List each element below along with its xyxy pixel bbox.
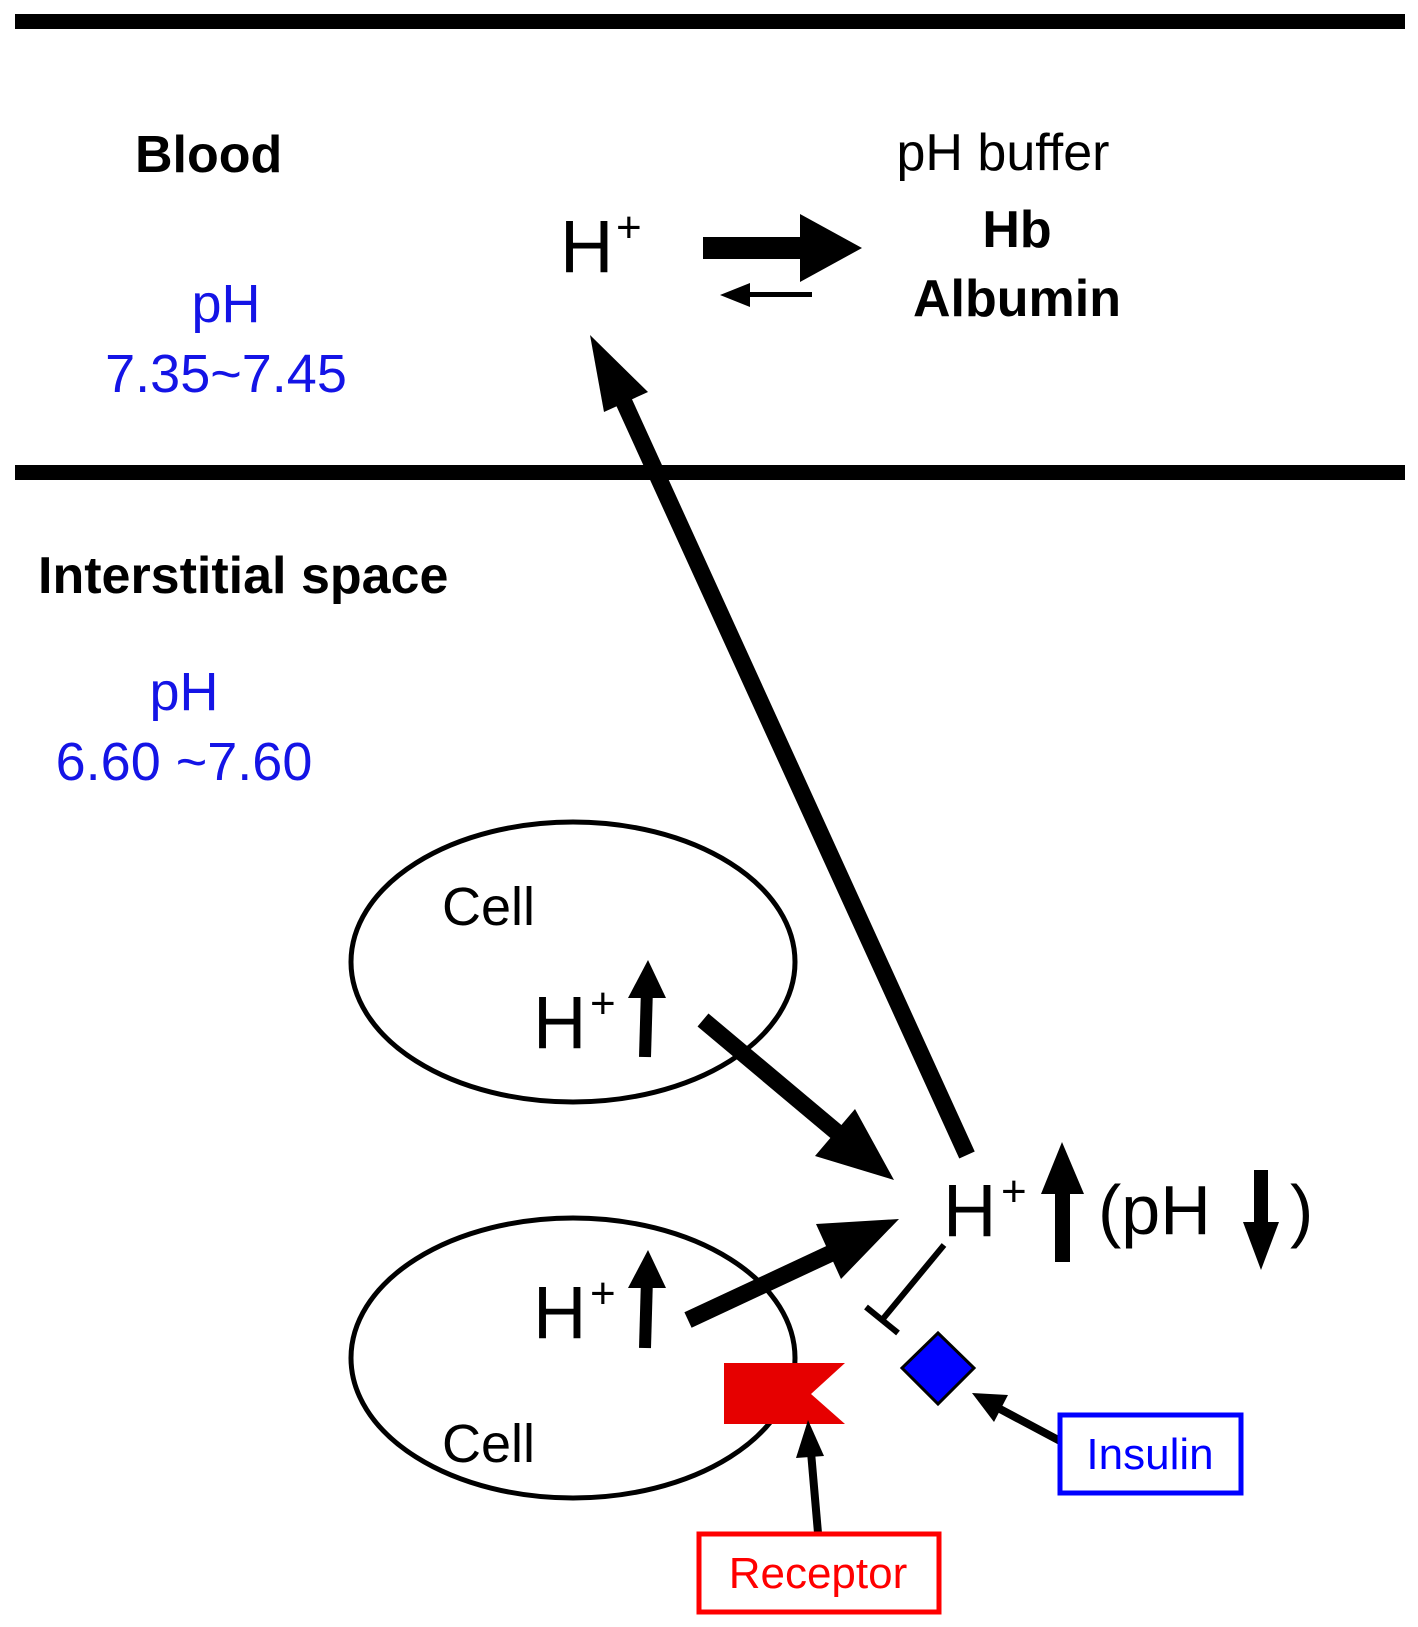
upper-cell-efflux-arrow — [697, 1013, 894, 1180]
interstitial-h-ion: H + — [943, 1167, 1027, 1252]
backward-arrow-head — [720, 283, 750, 307]
insulin-legend-box: Insulin — [1057, 1412, 1244, 1496]
receptor-legend-box: Receptor — [696, 1531, 942, 1615]
interstitial-to-blood-head — [590, 335, 648, 412]
blood-ph-label: pH — [191, 274, 260, 334]
interstitial-title: Interstitial space — [38, 547, 448, 605]
upper-cell-efflux-shaft — [697, 1013, 858, 1152]
lower-cell-increase-arrow-icon — [628, 1250, 666, 1349]
lower-cell-efflux-shaft — [684, 1242, 842, 1328]
upper-cell-efflux-head — [815, 1109, 894, 1180]
backward-arrow-shaft — [740, 292, 812, 297]
upper-cell-h-charge: + — [590, 979, 616, 1028]
interstitial-ph-decrease-arrow-icon — [1243, 1170, 1279, 1270]
blood-h-symbol: H — [560, 205, 613, 288]
blood-top-boundary — [15, 14, 1405, 29]
lower-cell-efflux-head — [816, 1219, 899, 1279]
upper-cell-increase-arrow-icon — [628, 960, 666, 1058]
blood-ph-range: 7.35~7.45 — [105, 344, 347, 404]
interstitial-h-charge: + — [1001, 1167, 1027, 1216]
receptor-pointer-arrow — [796, 1420, 824, 1534]
upper-cell-h-symbol: H — [533, 981, 586, 1064]
buffer-equilibrium-arrows — [703, 214, 862, 307]
upper-cell-h-ion: H + — [533, 979, 616, 1064]
forward-arrow-head — [800, 214, 862, 282]
buffer-hb: Hb — [982, 201, 1051, 259]
receptor-label: Receptor — [729, 1549, 908, 1598]
insulin-diamond — [899, 1330, 977, 1407]
upper-cell — [348, 819, 798, 1105]
blood-interstitial-boundary — [15, 465, 1405, 480]
forward-arrow-shaft — [703, 237, 808, 259]
lower-cell-h-charge: + — [590, 1269, 616, 1318]
blood-title: Blood — [135, 126, 282, 184]
insulin-label: Insulin — [1086, 1430, 1213, 1479]
insulin-pointer-arrow — [972, 1393, 1064, 1446]
interstitial-to-blood-shaft — [615, 396, 975, 1159]
inhibition-bar — [864, 1243, 947, 1336]
interstitial-ph-label: pH — [149, 662, 218, 722]
lower-cell — [348, 1215, 798, 1501]
lower-cell-efflux-arrow — [684, 1219, 899, 1328]
upper-cell-label: Cell — [442, 877, 535, 937]
blood-h-charge: + — [616, 203, 642, 252]
interstitial-h-increase-arrow-icon — [1041, 1142, 1084, 1262]
interstitial-to-blood-arrow — [590, 335, 975, 1159]
lower-cell-label: Cell — [442, 1414, 535, 1474]
buffer-title: pH buffer — [897, 124, 1110, 182]
interstitial-h-symbol: H — [943, 1169, 996, 1252]
interstitial-ph-close: ) — [1290, 1171, 1313, 1249]
buffer-albumin: Albumin — [913, 270, 1121, 328]
lower-cell-h-symbol: H — [533, 1271, 586, 1354]
interstitial-ph-range: 6.60 ~7.60 — [56, 732, 313, 792]
blood-h-ion: H + — [560, 203, 642, 288]
interstitial-ph-open: (pH — [1098, 1171, 1211, 1249]
receptor-shape — [724, 1363, 845, 1424]
lower-cell-h-ion: H + — [533, 1269, 616, 1354]
